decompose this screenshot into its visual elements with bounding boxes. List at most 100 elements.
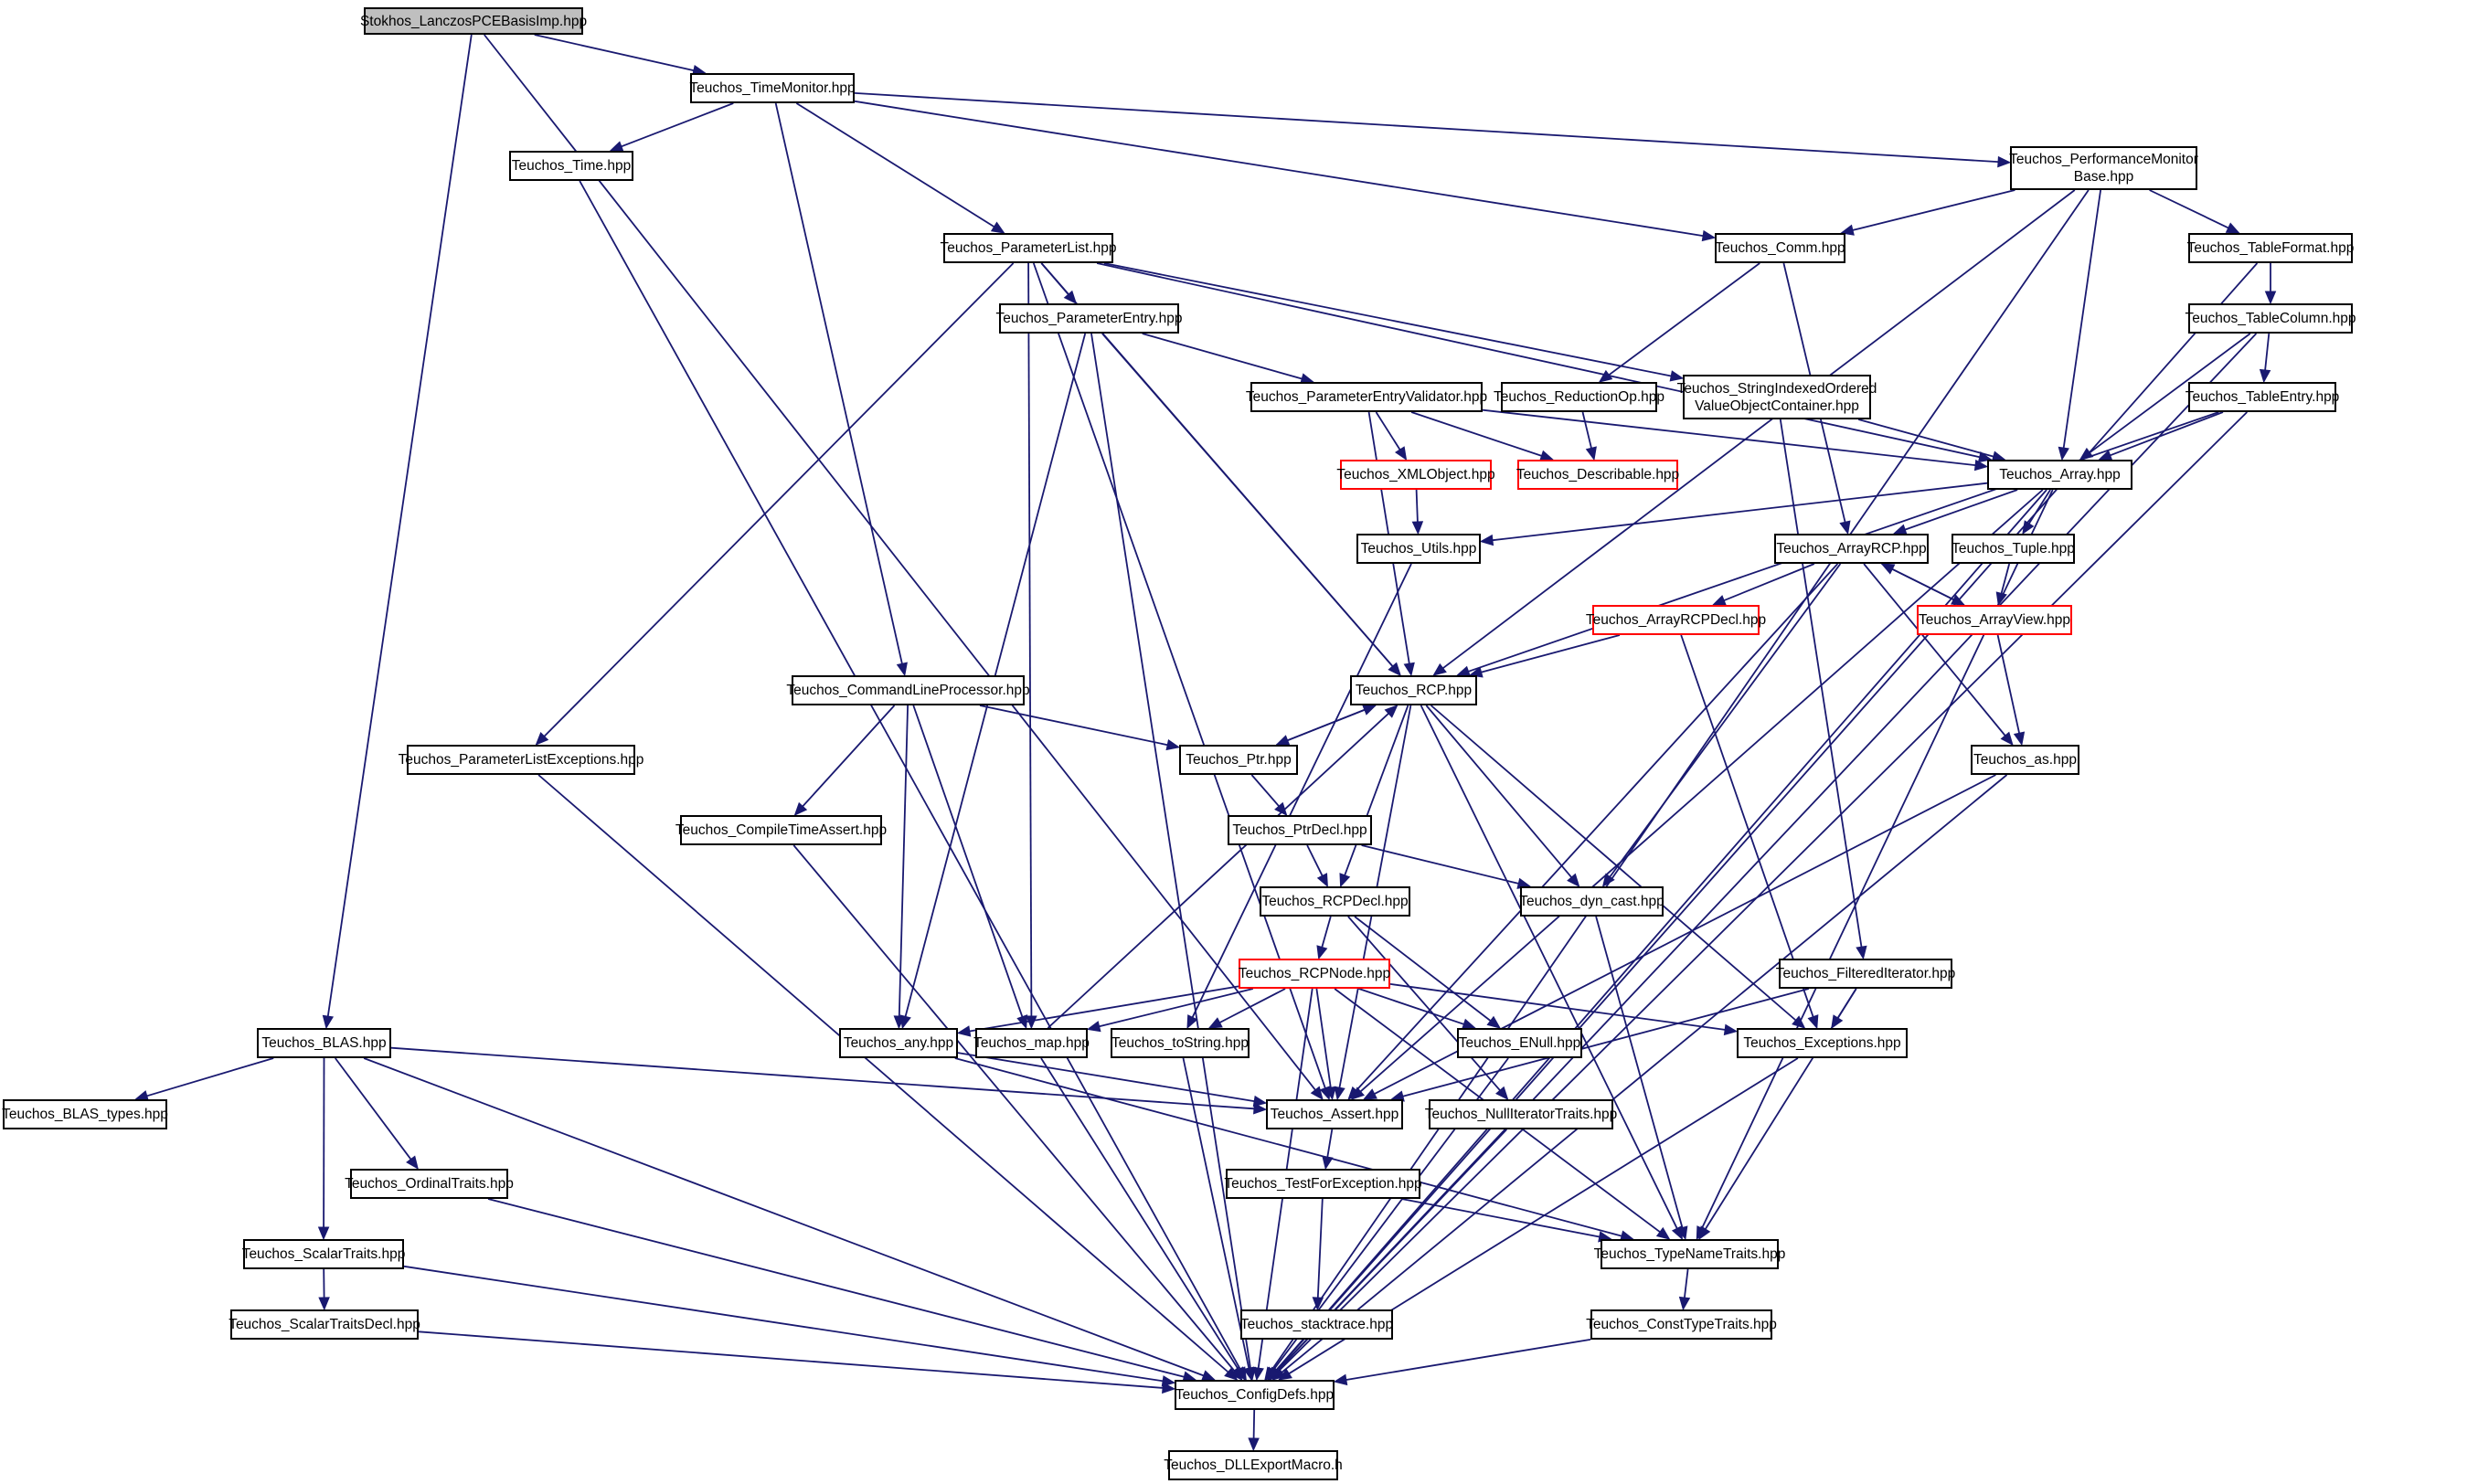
edge-timemonitor-to-perfbase xyxy=(854,92,1999,163)
node-configdefs[interactable]: Teuchos_ConfigDefs.hpp xyxy=(1175,1380,1335,1410)
arrowhead-validator-to-array xyxy=(1973,459,1989,472)
arrowhead-rcpnode-to-exceptions xyxy=(1723,1023,1739,1036)
node-consttype[interactable]: Teuchos_ConstTypeTraits.hpp xyxy=(1586,1309,1777,1340)
node-any[interactable]: Teuchos_any.hpp xyxy=(839,1028,958,1058)
node-blas[interactable]: Teuchos_BLAS.hpp xyxy=(257,1028,391,1058)
node-plexceptions[interactable]: Teuchos_ParameterListExceptions.hpp xyxy=(399,745,643,775)
edge-rcp-to-dyncast xyxy=(1425,705,1572,878)
node-tablecolumn[interactable]: Teuchos_TableColumn.hpp xyxy=(2186,303,2356,334)
node-ptrdecl[interactable]: Teuchos_PtrDecl.hpp xyxy=(1228,815,1372,845)
node-reductionop[interactable]: Teuchos_ReductionOp.hpp xyxy=(1494,382,1664,412)
node-rcpdecl[interactable]: Teuchos_RCPDecl.hpp xyxy=(1260,886,1410,917)
node-exceptions[interactable]: Teuchos_Exceptions.hpp xyxy=(1737,1028,1908,1058)
node-typename[interactable]: Teuchos_TypeNameTraits.hpp xyxy=(1594,1239,1785,1269)
arrowhead-as-to-assert xyxy=(1362,1088,1377,1100)
edge-blas-to-configdefs xyxy=(363,1057,1205,1377)
edge-timemonitor-to-paramlist xyxy=(795,102,995,228)
arrowhead-rcpdecl-to-nulliter xyxy=(1495,1086,1509,1100)
node-rcp[interactable]: Teuchos_RCP.hpp xyxy=(1350,675,1477,705)
node-map[interactable]: Teuchos_map.hpp xyxy=(973,1028,1090,1058)
arrowhead-arrayrcp-to-dyncast xyxy=(1601,873,1615,888)
node-ordinal[interactable]: Teuchos_OrdinalTraits.hpp xyxy=(345,1169,514,1199)
edge-assert-to-testforexc xyxy=(1326,1129,1334,1158)
node-tableformat[interactable]: Teuchos_TableFormat.hpp xyxy=(2187,233,2354,263)
node-assert[interactable]: Teuchos_Assert.hpp xyxy=(1266,1099,1403,1129)
edge-rcpnode-to-enull xyxy=(1358,988,1464,1025)
node-arrayrcp[interactable]: Teuchos_ArrayRCP.hpp xyxy=(1774,534,1929,564)
edge-ordinal-to-configdefs xyxy=(487,1198,1185,1378)
edge-validator-to-describable xyxy=(1410,411,1542,457)
node-scalardecl[interactable]: Teuchos_ScalarTraitsDecl.hpp xyxy=(229,1309,420,1340)
node-dllexport[interactable]: Teuchos_DLLExportMacro.h xyxy=(1164,1450,1343,1480)
node-tableentry[interactable]: Teuchos_TableEntry.hpp xyxy=(2186,382,2339,412)
edge-utils-to-tostring xyxy=(1191,563,1412,1018)
edge-tostring-to-configdefs xyxy=(1182,1057,1250,1369)
edge-arrayrcp-to-arrayrcpdecl xyxy=(1723,563,1815,601)
edge-xmlobject-to-utils xyxy=(1415,489,1419,523)
edge-cmdline-to-ptr xyxy=(979,705,1168,747)
node-paramlist[interactable]: Teuchos_ParameterList.hpp xyxy=(941,233,1117,263)
node-scalartraits[interactable]: Teuchos_ScalarTraits.hpp xyxy=(242,1239,405,1269)
edge-rcpnode-to-tostring xyxy=(1219,988,1286,1023)
node-perfbase[interactable]: Teuchos_PerformanceMonitor Base.hpp xyxy=(2009,146,2198,190)
arrowhead-dyncast-to-typename xyxy=(1676,1225,1688,1241)
edge-as-to-configdefs xyxy=(1281,774,2008,1373)
edge-any-to-typename xyxy=(954,1057,1622,1237)
node-array[interactable]: Teuchos_Array.hpp xyxy=(1987,460,2132,490)
edge-arrayrcpdecl-to-rcp xyxy=(1481,634,1621,673)
arrowhead-rcp-to-rcpdecl xyxy=(1339,873,1351,888)
node-rcpnode[interactable]: Teuchos_RCPNode.hpp xyxy=(1239,959,1390,989)
node-time[interactable]: Teuchos_Time.hpp xyxy=(509,151,633,181)
node-timemonitor[interactable]: Teuchos_TimeMonitor.hpp xyxy=(689,73,856,103)
edge-rcpdecl-to-enull xyxy=(1354,916,1492,1022)
edge-configdefs-to-dllexport xyxy=(1252,1409,1256,1439)
arrowhead-rcpnode-to-assert xyxy=(1324,1086,1336,1101)
node-testforexc[interactable]: Teuchos_TestForException.hpp xyxy=(1224,1169,1422,1199)
node-paramentry[interactable]: Teuchos_ParameterEntry.hpp xyxy=(996,303,1182,334)
node-stringindexed[interactable]: Teuchos_StringIndexedOrdered ValueObject… xyxy=(1677,375,1877,419)
edge-map-to-configdefs xyxy=(1040,1057,1239,1371)
edge-cmdline-to-compiletimeassert xyxy=(802,705,896,808)
node-comm[interactable]: Teuchos_Comm.hpp xyxy=(1715,233,1845,263)
node-compiletimeassert[interactable]: Teuchos_CompileTimeAssert.hpp xyxy=(675,815,887,845)
node-blastypes[interactable]: Teuchos_BLAS_types.hpp xyxy=(2,1099,168,1129)
arrowhead-comm-to-arrayrcp xyxy=(1839,520,1851,535)
node-filtered[interactable]: Teuchos_FilteredIterator.hpp xyxy=(1776,959,1955,989)
arrowhead-cmdline-to-compiletimeassert xyxy=(793,801,808,816)
node-arrayrcpdecl[interactable]: Teuchos_ArrayRCPDecl.hpp xyxy=(1586,605,1766,635)
edge-blas-to-ordinal xyxy=(335,1057,412,1161)
node-describable[interactable]: Teuchos_Describable.hpp xyxy=(1516,460,1679,490)
arrowhead-arrayview-to-as xyxy=(2013,731,2026,747)
arrowhead-array-to-tuple xyxy=(2022,520,2035,535)
node-nulliter[interactable]: Teuchos_NullIteratorTraits.hpp xyxy=(1425,1099,1617,1129)
arrowhead-paramlist-to-array xyxy=(1977,450,1993,463)
node-stacktrace[interactable]: Teuchos_stacktrace.hpp xyxy=(1240,1309,1393,1340)
arrowhead-map-to-rcp xyxy=(1384,705,1399,718)
node-xmlobject[interactable]: Teuchos_XMLObject.hpp xyxy=(1336,460,1495,490)
edge-lanczos-to-assert xyxy=(484,34,1316,1091)
arrowhead-configdefs-to-dllexport xyxy=(1248,1437,1260,1452)
node-validator[interactable]: Teuchos_ParameterEntryValidator.hpp xyxy=(1246,382,1487,412)
edge-map-to-rcp xyxy=(1047,713,1389,1029)
arrowhead-rcp-to-exceptions xyxy=(1792,1015,1806,1029)
arrowhead-rcpdecl-to-rcpnode xyxy=(1316,945,1328,960)
node-dyncast[interactable]: Teuchos_dyn_cast.hpp xyxy=(1519,886,1664,917)
arrowhead-tableformat-to-tablecolumn xyxy=(2264,291,2277,305)
edge-perfbase-to-tableformat xyxy=(2149,189,2229,229)
edge-lanczos-to-blas xyxy=(326,34,473,1017)
arrowhead-rcpnode-to-map xyxy=(1086,1021,1101,1033)
node-cmdline[interactable]: Teuchos_CommandLineProcessor.hpp xyxy=(786,675,1030,705)
node-arrayview[interactable]: Teuchos_ArrayView.hpp xyxy=(1917,605,2072,635)
node-enull[interactable]: Teuchos_ENull.hpp xyxy=(1457,1028,1582,1058)
edge-rcpdecl-to-rcpnode xyxy=(1321,916,1332,948)
node-tostring[interactable]: Teuchos_toString.hpp xyxy=(1111,1028,1250,1058)
arrowhead-scalartraits-to-scalardecl xyxy=(318,1297,330,1311)
edge-arrayrcp-to-assert xyxy=(1356,563,1839,1092)
node-tuple[interactable]: Teuchos_Tuple.hpp xyxy=(1952,534,2075,564)
edge-dyncast-to-typename xyxy=(1595,916,1684,1228)
node-as[interactable]: Teuchos_as.hpp xyxy=(1971,745,2079,775)
node-utils[interactable]: Teuchos_Utils.hpp xyxy=(1356,534,1481,564)
node-ptr[interactable]: Teuchos_Ptr.hpp xyxy=(1179,745,1298,775)
edge-ptr-to-rcp xyxy=(1276,708,1366,746)
